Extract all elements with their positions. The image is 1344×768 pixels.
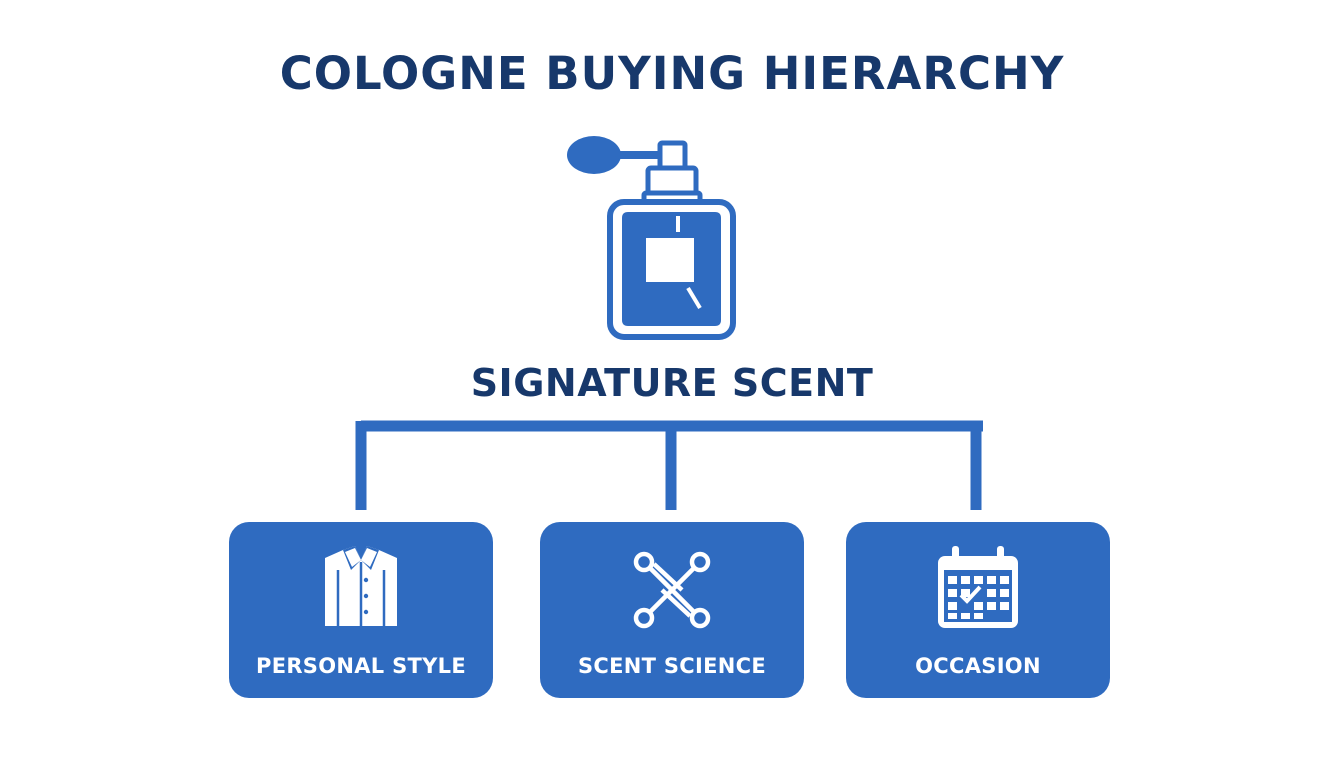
perfume-bottle-icon bbox=[567, 136, 736, 340]
bottle-label bbox=[646, 238, 694, 282]
calendar-icon bbox=[938, 546, 1018, 628]
bottle-nozzle bbox=[657, 140, 688, 172]
root-node-label: SIGNATURE SCENT bbox=[470, 361, 874, 405]
atomizer-tube bbox=[618, 151, 660, 159]
atomizer-bulb bbox=[567, 136, 621, 174]
child-card-label: PERSONAL STYLE bbox=[256, 654, 466, 678]
child-card-personal-style: PERSONAL STYLE bbox=[229, 522, 493, 698]
child-card-occasion: OCCASION bbox=[846, 522, 1110, 698]
child-card-label: SCENT SCIENCE bbox=[577, 654, 767, 678]
shirt-icon bbox=[325, 546, 397, 626]
child-card-scent-science: SCENT SCIENCE bbox=[540, 522, 804, 698]
diagram-title: COLOGNE BUYING HIERARCHY bbox=[279, 47, 1065, 100]
child-card-label: OCCASION bbox=[915, 654, 1041, 678]
molecule-icon bbox=[633, 551, 711, 629]
